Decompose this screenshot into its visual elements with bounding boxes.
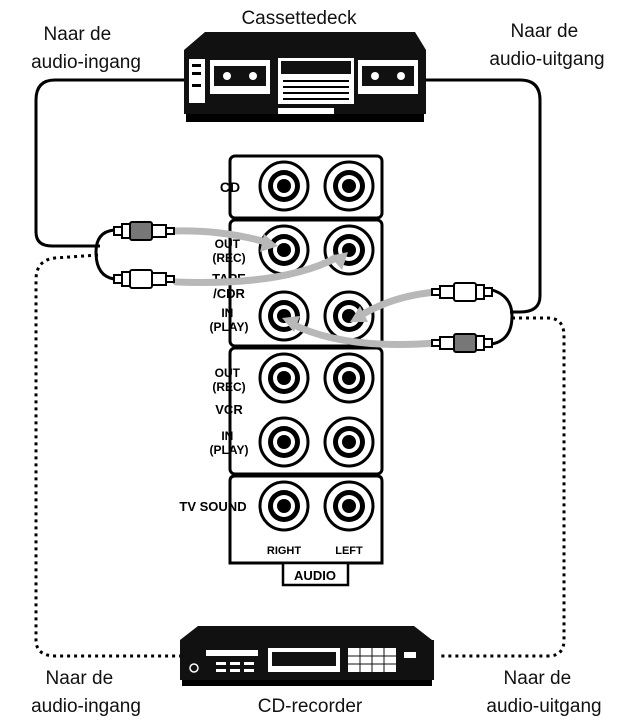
cable-split-right	[491, 288, 514, 346]
cable-cassette-output	[417, 78, 542, 314]
plug-left-lower	[113, 269, 175, 289]
label-cdr: /CDR	[213, 286, 245, 301]
jack-tape-out-right	[258, 224, 310, 276]
arrow-to-tape-out-left	[172, 254, 340, 286]
device-title-cassette: Cassettedeck	[241, 8, 357, 29]
label-vcr: VCR	[215, 402, 243, 417]
jack-tv-left	[323, 480, 375, 532]
arrow-to-tape-in-right	[288, 320, 440, 348]
caption-top-left: Naar de audio-ingang	[31, 24, 141, 73]
caption-top-right: Naar de audio-uitgang	[489, 21, 604, 70]
jack-vcr-in-left	[323, 416, 375, 468]
jacks	[258, 160, 375, 532]
cable-cdr-input	[34, 253, 180, 658]
plug-left-upper	[113, 221, 175, 241]
device-title-cd-recorder: CD-recorder	[258, 696, 363, 717]
cable-cdr-output	[440, 316, 566, 658]
rca-plugs	[113, 221, 493, 353]
plug-right-upper	[431, 282, 493, 302]
label-vcr-out: OUT (REC)	[212, 366, 245, 394]
arrowhead-tape-out-right	[260, 234, 278, 252]
label-cd: CD	[220, 179, 240, 195]
label-tape-out: OUT (REC)	[212, 237, 245, 265]
label-tape-in: IN (PLAY)	[210, 306, 249, 334]
jack-vcr-out-right	[258, 352, 310, 404]
label-vcr-in: IN (PLAY)	[210, 429, 249, 457]
label-audio: AUDIO	[294, 568, 336, 583]
arrowhead-tape-in-right	[282, 316, 300, 332]
jack-cd-left	[323, 160, 375, 212]
jack-vcr-out-left	[323, 352, 375, 404]
plug-right-lower	[431, 333, 493, 353]
cassette-cables	[34, 78, 542, 346]
jack-cd-right	[258, 160, 310, 212]
arrow-to-tape-in-left	[356, 288, 440, 320]
audio-label-box	[281, 561, 350, 587]
arrow-to-tape-out-right	[172, 227, 270, 246]
cd-recorder-cables	[34, 253, 566, 658]
signal-arrows	[172, 227, 440, 348]
arrowhead-tape-in-left	[350, 306, 368, 322]
caption-bottom-right: Naar de audio-uitgang	[486, 668, 601, 717]
label-left: LEFT	[335, 545, 363, 557]
jack-vcr-in-right	[258, 416, 310, 468]
label-tv-sound: TV SOUND	[179, 499, 246, 514]
cable-cassette-input	[34, 78, 184, 248]
label-right: RIGHT	[267, 545, 302, 557]
jack-tape-in-right	[258, 290, 310, 342]
jack-tv-right	[258, 480, 310, 532]
cassette-deck	[184, 32, 426, 122]
arrowhead-tape-out-left	[330, 252, 348, 270]
cd-recorder	[180, 626, 434, 686]
arrow-heads	[260, 234, 368, 332]
jack-tape-out-left	[323, 224, 375, 276]
cable-split-left	[94, 228, 115, 281]
caption-bottom-left: Naar de audio-ingang	[31, 668, 141, 717]
